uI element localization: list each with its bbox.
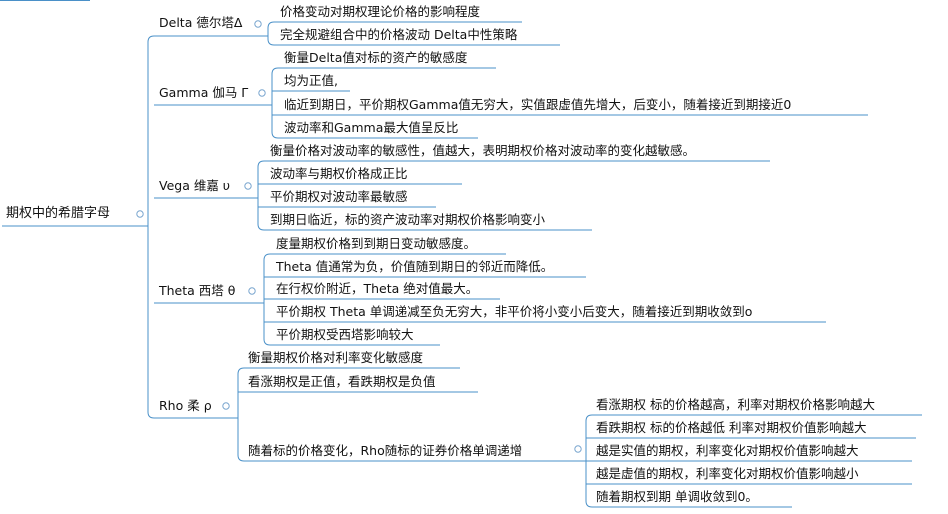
root-topic[interactable]: 期权中的希腊字母 [6,206,111,221]
branch-collapse-dot[interactable] [222,402,230,410]
leaf-curve [263,253,271,261]
theta-item[interactable]: Theta 值通常为负，价值随到期日的邻近而降低。 [276,259,554,274]
gamma-item[interactable]: 波动率和Gamma最大值呈反比 [284,120,459,135]
leaf-curve [267,38,275,46]
branch-collapse-dot[interactable] [244,182,252,190]
branch-collapse-dot[interactable] [248,287,256,295]
branch-collapse-dot[interactable] [258,89,266,97]
vega-item[interactable]: 波动率与期权价格成正比 [270,166,408,181]
leaf-curve [257,160,265,168]
leaf-curve [585,500,593,508]
branch-gamma[interactable]: Gamma 伽马 Γ [159,85,249,100]
delta-item[interactable]: 价格变动对期权理论价格的影响程度 [280,4,481,19]
leaf-curve [267,21,275,29]
branch-vega[interactable]: Vega 维嘉 υ [159,178,231,193]
rho-item[interactable]: 衡量期权价格对利率变化敏感度 [248,350,424,365]
leaf-curve [271,67,279,75]
vega-item[interactable]: 衡量价格对波动率的敏感性，值越大，表明期权价格对波动率的变化越敏感。 [270,143,696,158]
branch-rho[interactable]: Rho 柔 ρ [159,398,212,413]
gamma-item[interactable]: 临近到期日，平价期权Gamma值无穷大，实值跟虚值先增大，后变小，随着接近到期接… [284,97,792,112]
gamma-item[interactable]: 均为正值, [284,73,338,88]
rho-item[interactable]: 看涨期权是正值，看跌期权是负值 [248,374,436,389]
rho-sub-item[interactable]: 越是实值的期权，利率变化对期权价值影响越大 [596,443,859,458]
rho-sub-item[interactable]: 随着期权到期 单调收敛到0。 [596,489,758,504]
leaf-curve [237,454,245,462]
vega-item[interactable]: 到期日临近，标的资产波动率对期权价格影响变小 [270,212,546,227]
leaf-curve [257,223,265,231]
theta-item[interactable]: 度量期权价格到到期日变动敏感度。 [276,236,477,251]
leaf-curve [263,338,271,346]
theta-item[interactable]: 在行权价附近，Theta 绝对值最大。 [276,281,479,296]
root-collapse-dot[interactable] [136,210,144,218]
spine-bottom-curve [147,411,155,419]
vega-item[interactable]: 平价期权对波动率最敏感 [270,189,408,204]
rho-sub-item[interactable]: 越是虚值的期权，利率变化对期权价值影响越小 [596,466,859,481]
theta-item[interactable]: 平价期权受西塔影响较大 [276,327,414,342]
rho-sub-item[interactable]: 看涨期权 标的价格越高，利率对期权价格影响越大 [596,397,875,412]
spine-top-curve [147,35,155,43]
branch-theta[interactable]: Theta 西塔 θ [159,283,236,298]
theta-item[interactable]: 平价期权 Theta 单调递减至负无穷大，非平价将小变小后变大，随着接近到期收敛… [276,304,753,319]
branch-collapse-dot[interactable] [254,20,262,28]
leaf-curve [271,131,279,139]
leaf-curve [585,414,593,422]
gamma-item[interactable]: 衡量Delta值对标的资产的敏感度 [284,50,468,65]
sub-collapse-dot[interactable] [574,445,582,453]
rho-subtopic[interactable]: 随着标的价格变化，Rho随标的证券价格单调递增 [248,443,523,458]
leaf-curve [237,367,245,375]
delta-item[interactable]: 完全规避组合中的价格波动 Delta中性策略 [280,27,518,42]
branch-delta[interactable]: Delta 德尔塔Δ [159,15,243,30]
rho-sub-item[interactable]: 看跌期权 标的价格越低 利率对期权价值影响越大 [596,420,867,435]
